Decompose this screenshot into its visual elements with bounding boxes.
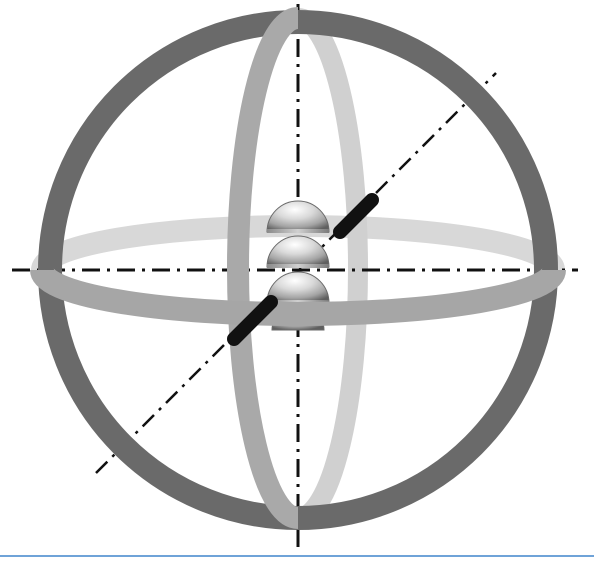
hemisphere-1: [267, 201, 329, 233]
bottom-rule: [0, 555, 594, 557]
hemisphere-2: [267, 236, 329, 268]
